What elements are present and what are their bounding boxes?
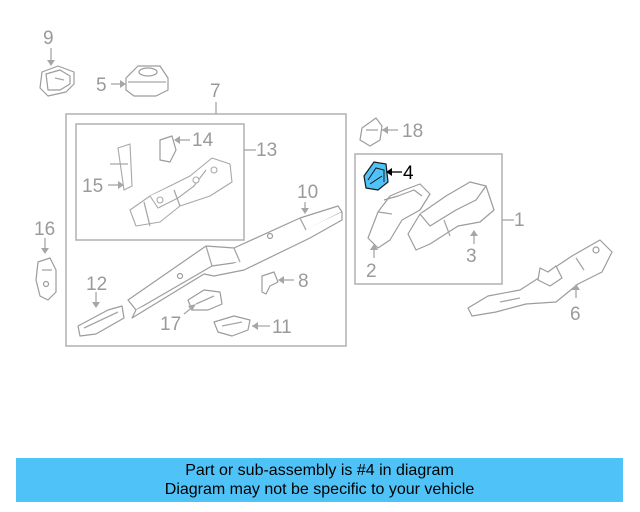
banner-line-1: Part or sub-assembly is #4 in diagram (185, 462, 454, 479)
part-12-plate[interactable] (77, 305, 125, 337)
callout-6: 6 (570, 304, 581, 325)
callout-5: 5 (96, 75, 107, 96)
group-box-1 (354, 153, 503, 285)
group-box-13 (75, 123, 245, 241)
callout-11: 11 (272, 317, 292, 338)
part-8-clip[interactable] (261, 271, 279, 295)
callout-15: 15 (82, 176, 103, 197)
part-5-mount[interactable] (125, 65, 169, 97)
part-14-gusset[interactable] (159, 135, 177, 163)
callout-17: 17 (160, 314, 181, 335)
part-11-bracket[interactable] (213, 315, 251, 337)
part-2-apron[interactable] (367, 183, 431, 249)
banner-line-2: Diagram may not be specific to your vehi… (164, 481, 475, 498)
callout-8: 8 (298, 271, 309, 292)
group-box-7 (65, 113, 347, 347)
part-10-side-rail[interactable] (127, 205, 343, 319)
callout-13: 13 (256, 140, 277, 161)
callout-3: 3 (466, 246, 477, 267)
part-9-bracket[interactable] (39, 65, 75, 97)
part-13-subframe[interactable] (129, 157, 233, 227)
callout-4: 4 (403, 163, 414, 184)
part-3-apron[interactable] (407, 181, 495, 251)
part-6-rail[interactable] (467, 239, 613, 317)
callout-14: 14 (192, 130, 214, 151)
info-banner: Part or sub-assembly is #4 in diagram Di… (16, 458, 623, 502)
callout-10: 10 (297, 182, 318, 203)
callout-2: 2 (366, 261, 377, 282)
callout-16: 16 (34, 219, 55, 240)
callout-9: 9 (43, 28, 54, 49)
part-18-bracket[interactable] (359, 117, 383, 147)
callout-7: 7 (210, 81, 221, 102)
callout-12: 12 (86, 274, 107, 295)
callout-1: 1 (514, 210, 525, 231)
part-16-bracket[interactable] (35, 257, 57, 301)
part-15-bracket[interactable] (110, 143, 133, 191)
part-4-bracket-highlighted[interactable] (363, 161, 389, 191)
callout-18: 18 (402, 121, 423, 142)
